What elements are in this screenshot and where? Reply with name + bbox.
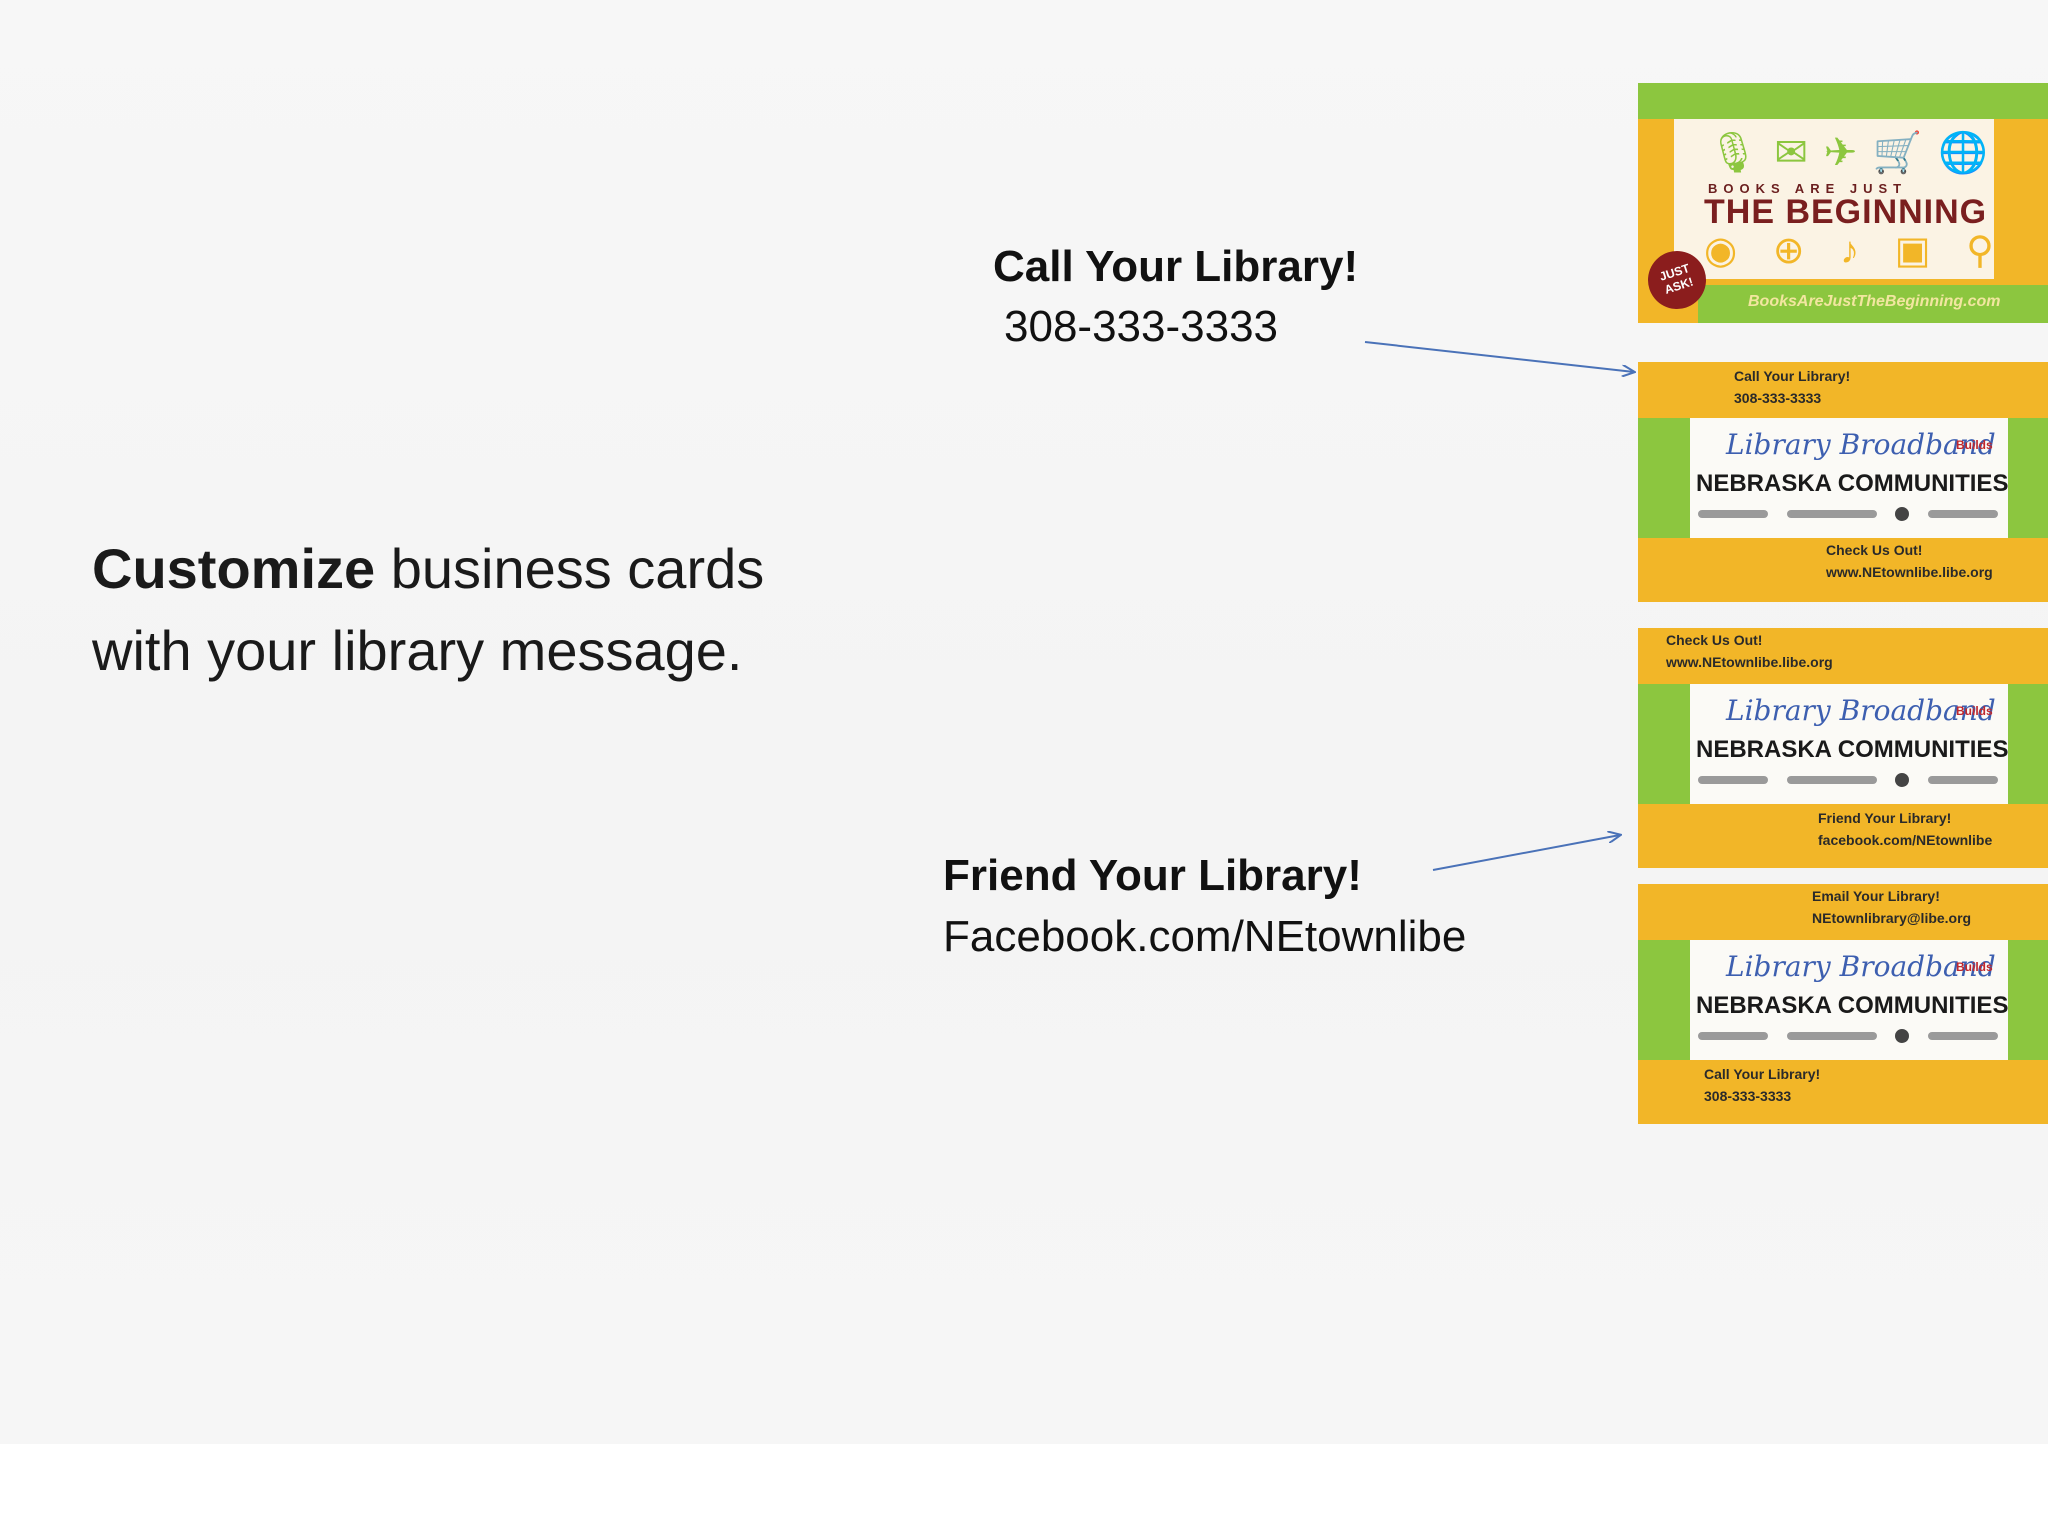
friend-arrow	[1432, 835, 1620, 871]
card-3-top-value: NEtownlibrary@libe.org	[1812, 910, 1972, 926]
envelope-icon: ✉	[1774, 131, 1808, 175]
card-2-partner-logos	[1698, 770, 1998, 790]
card-1-brand-bold: NEBRASKA COMMUNITIES	[1696, 470, 2009, 497]
card-3-brand-tag: Builds	[1956, 960, 1993, 974]
card-2-bottom-heading: Friend Your Library!	[1818, 810, 1952, 826]
card-front-panel	[1674, 119, 1994, 279]
call-arrow	[1364, 341, 1634, 372]
card-3-brand-script: Library Broadband	[1726, 950, 1996, 983]
card-front-top-stripe	[1638, 83, 2048, 119]
card-2-bottom-value: facebook.com/NEtownlibe	[1818, 832, 1993, 848]
card-2-top-value: www.NEtownlibe.libe.org	[1666, 654, 1833, 670]
card-front-icon-row-bottom: ◉ ⊕ ♪ ▣ ⚲	[1704, 231, 1994, 271]
card-1-brand-tag: Builds	[1956, 438, 1993, 452]
business-card-front: 🎙 ✉ ✈ 🛒 🌐 BOOKS ARE JUST THE BEGINNING ◉…	[1638, 83, 2048, 323]
card-1-top-heading: Call Your Library!	[1734, 368, 1851, 384]
card-1-top-value: 308-333-3333	[1734, 390, 1822, 406]
slide: Customize business cards with your libra…	[0, 0, 2048, 1444]
card-2-top-heading: Check Us Out!	[1666, 632, 1763, 648]
card-1-partner-logos	[1698, 504, 1998, 524]
business-card-back-1: Call Your Library! 308-333-3333 Library …	[1638, 362, 2048, 602]
business-card-back-3: Email Your Library! NEtownlibrary@libe.o…	[1638, 884, 2048, 1124]
card-3-top-heading: Email Your Library!	[1812, 888, 1940, 904]
ball-icon: ⊕	[1772, 230, 1805, 272]
map-pin-icon: ⚲	[1966, 230, 1994, 272]
main-message-rest: business cards	[375, 537, 765, 600]
call-callout-heading: Call Your Library!	[993, 242, 1359, 291]
cart-icon: 🛒	[1872, 131, 1923, 175]
microphone-icon: 🎙	[1708, 131, 1759, 175]
card-front-tagline-big: THE BEGINNING	[1704, 193, 1988, 231]
business-card-back-2: Check Us Out! www.NEtownlibe.libe.org Li…	[1638, 628, 2048, 868]
card-1-bottom-heading: Check Us Out!	[1826, 542, 1923, 558]
camera-icon: ▣	[1894, 230, 1931, 272]
friend-callout-heading: Friend Your Library!	[943, 851, 1362, 900]
card-2-brand-bold: NEBRASKA COMMUNITIES	[1696, 736, 2009, 763]
card-front-icon-row-top: 🎙 ✉ ✈ 🛒 🌐	[1708, 131, 1988, 175]
main-message-line-2: with your library message.	[92, 619, 743, 682]
card-front-url-bar	[1698, 285, 2048, 323]
card-2-brand-tag: Builds	[1956, 704, 1993, 718]
airplane-icon: ✈	[1823, 131, 1858, 175]
card-front-website: BooksAreJustTheBeginning.com	[1748, 293, 2001, 310]
call-callout-phone: 308-333-3333	[1004, 302, 1279, 351]
disc-icon: ◉	[1704, 230, 1738, 272]
card-front-tagline-small: BOOKS ARE JUST	[1708, 181, 1908, 196]
card-2-brand-script: Library Broadband	[1726, 694, 1996, 727]
music-note-icon: ♪	[1840, 230, 1860, 272]
card-3-brand-bold: NEBRASKA COMMUNITIES	[1696, 992, 2009, 1019]
card-3-bottom-value: 308-333-3333	[1704, 1088, 1792, 1104]
friend-callout-url: Facebook.com/NEtownlibe	[943, 912, 1467, 961]
card-3-bottom-heading: Call Your Library!	[1704, 1066, 1821, 1082]
card-1-brand-script: Library Broadband	[1726, 428, 1996, 461]
main-message-bold-word: Customize	[92, 537, 376, 600]
card-1-bottom-value: www.NEtownlibe.libe.org	[1826, 564, 1993, 580]
main-message: Customize business cards with your libra…	[92, 528, 764, 692]
main-message-line-1: Customize business cards	[92, 528, 764, 610]
globe-icon: 🌐	[1938, 131, 1988, 175]
card-3-partner-logos	[1698, 1026, 1998, 1046]
